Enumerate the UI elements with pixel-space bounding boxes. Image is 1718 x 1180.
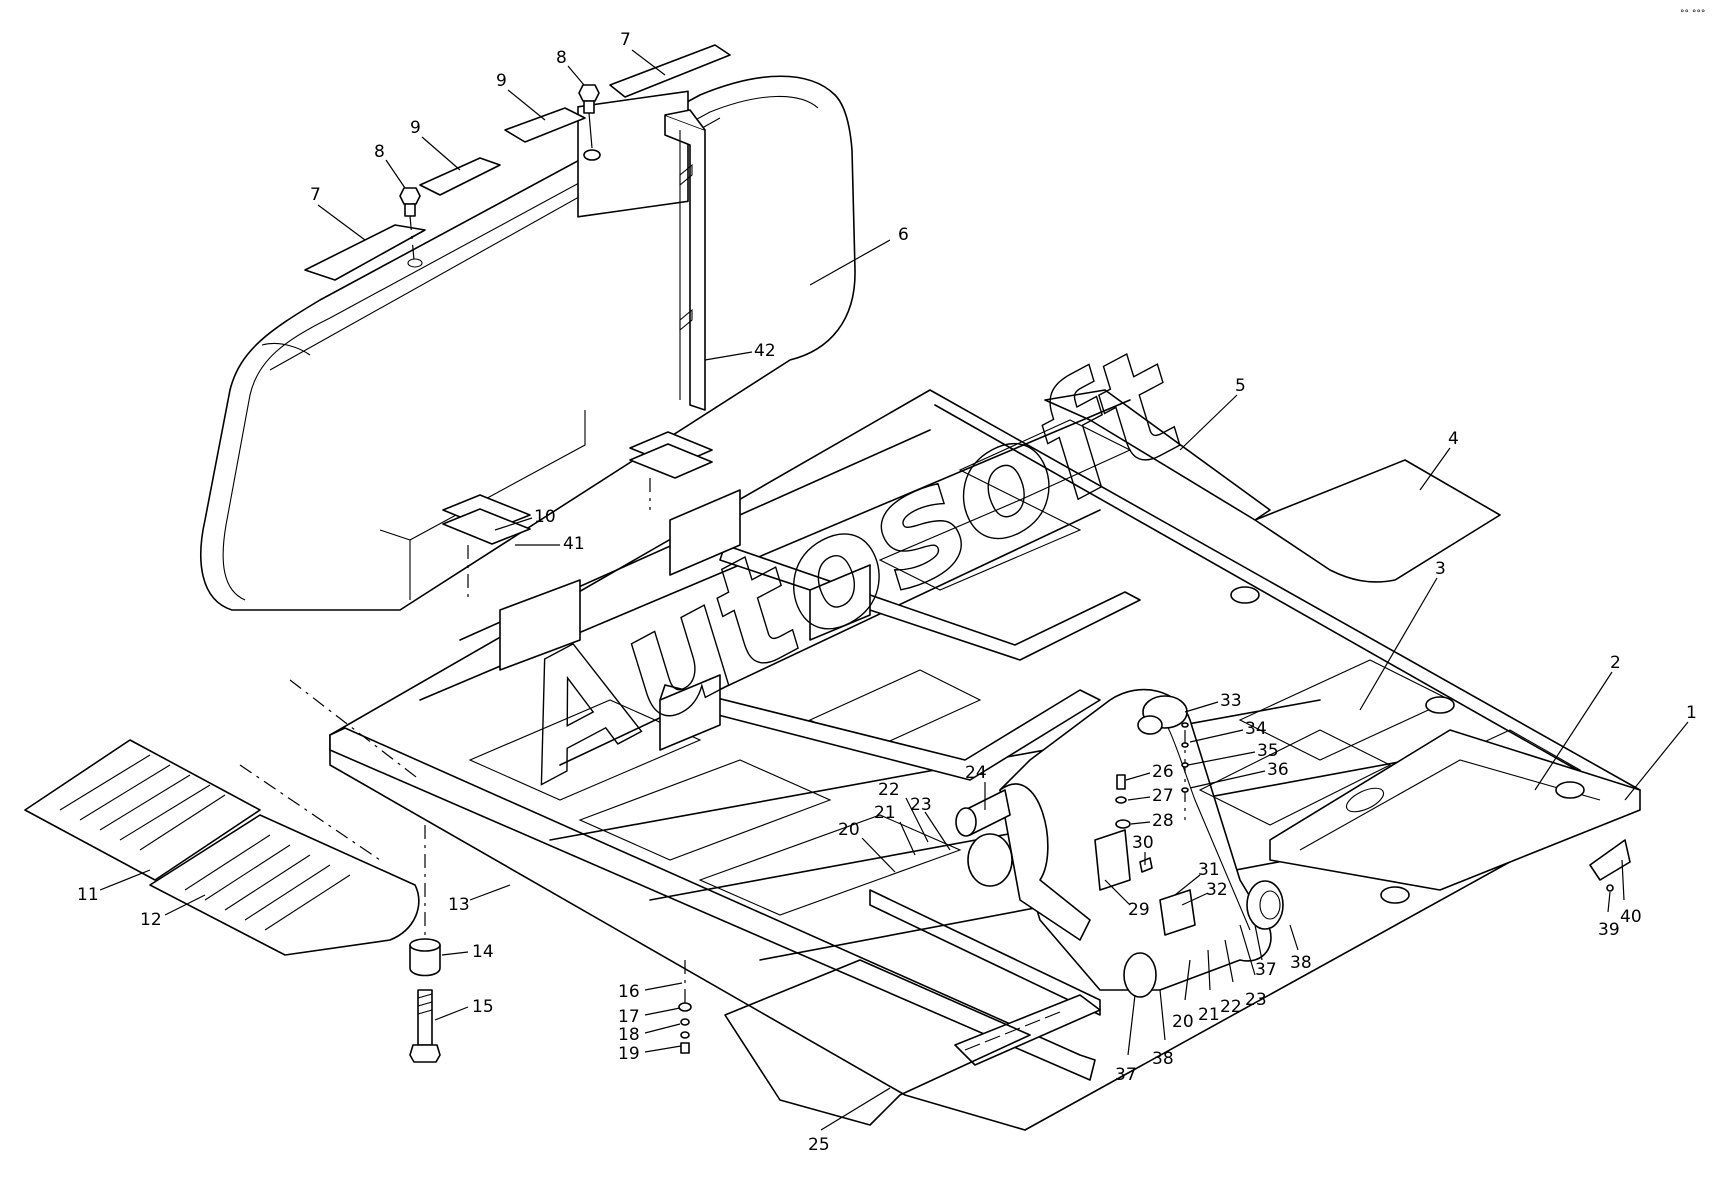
bottom-plate-25 [724, 959, 1031, 1126]
counterweight [200, 75, 856, 611]
bushing-14 [409, 938, 441, 977]
plate-9-right [504, 107, 586, 143]
callout-18: 18 [618, 1025, 640, 1045]
callout-15: 15 [472, 997, 494, 1017]
bolt-8-right [578, 84, 601, 161]
callout-23-lower: 23 [1245, 990, 1267, 1010]
callouts: 1 2 3 4 5 6 7 7 8 8 9 9 10 11 12 13 14 [77, 30, 1697, 1155]
callout-42: 42 [754, 341, 776, 361]
callout-17: 17 [618, 1007, 640, 1027]
callout-13: 13 [448, 895, 470, 915]
callout-2: 2 [1610, 653, 1621, 673]
callout-12: 12 [140, 910, 162, 930]
callout-7-left: 7 [310, 185, 321, 205]
cover-5 [1044, 389, 1271, 521]
callout-9-right: 9 [496, 71, 507, 91]
step-plate [954, 994, 1101, 1066]
bolt-8-left [399, 187, 423, 268]
upper-frame [329, 389, 1641, 1131]
callout-35: 35 [1257, 741, 1279, 761]
callout-4: 4 [1448, 429, 1459, 449]
callout-37-right: 37 [1255, 960, 1277, 980]
callout-20-upper: 20 [838, 820, 860, 840]
callout-20-lower: 20 [1172, 1012, 1194, 1032]
callout-37-lower: 37 [1115, 1065, 1137, 1085]
callout-19: 19 [618, 1044, 640, 1064]
callout-21-lower: 21 [1198, 1005, 1220, 1025]
callout-22-upper: 22 [878, 780, 900, 800]
pads-10-41 [442, 431, 713, 600]
callout-9-left: 9 [410, 118, 421, 138]
corner-mark: °° °°° [1680, 9, 1705, 19]
callout-21-upper: 21 [874, 803, 896, 823]
bracket-39-40 [1589, 839, 1631, 892]
callout-32: 32 [1206, 880, 1228, 900]
callout-24: 24 [965, 763, 987, 783]
callout-36: 36 [1267, 760, 1289, 780]
top-plates [304, 44, 731, 281]
callout-22-lower: 22 [1220, 997, 1242, 1017]
callout-29: 29 [1128, 900, 1150, 920]
callout-7-right: 7 [620, 30, 631, 50]
callout-25: 25 [808, 1135, 830, 1155]
callout-14: 14 [472, 942, 494, 962]
callout-27: 27 [1152, 786, 1174, 806]
plate-7-right [609, 44, 731, 98]
callout-31: 31 [1198, 860, 1220, 880]
callout-5: 5 [1235, 376, 1246, 396]
callout-30: 30 [1132, 833, 1154, 853]
callout-3: 3 [1435, 559, 1446, 579]
callout-10: 10 [534, 507, 556, 527]
slotted-cover-12 [149, 814, 420, 956]
cover-3 [1198, 729, 1392, 826]
callout-23-upper: 23 [910, 795, 932, 815]
plate-9-left [419, 157, 501, 196]
callout-39: 39 [1598, 920, 1620, 940]
callout-16: 16 [618, 982, 640, 1002]
callout-41: 41 [563, 534, 585, 554]
callout-6: 6 [898, 225, 909, 245]
callout-34: 34 [1245, 719, 1267, 739]
callout-40: 40 [1620, 907, 1642, 927]
slotted-cover-11 [24, 739, 261, 881]
callout-8-left: 8 [374, 142, 385, 162]
callout-33: 33 [1220, 691, 1242, 711]
bolt-15 [409, 989, 441, 1063]
cover-4 [1254, 459, 1501, 583]
callout-8-right: 8 [556, 48, 567, 68]
fasteners-16-19 [678, 960, 692, 1054]
callout-38-lower: 38 [1152, 1049, 1174, 1069]
fasteners-26-36 [1094, 722, 1196, 936]
callout-38-right: 38 [1290, 953, 1312, 973]
callout-1: 1 [1686, 703, 1697, 723]
callout-11: 11 [77, 885, 99, 905]
callout-28: 28 [1152, 811, 1174, 831]
callout-26: 26 [1152, 762, 1174, 782]
